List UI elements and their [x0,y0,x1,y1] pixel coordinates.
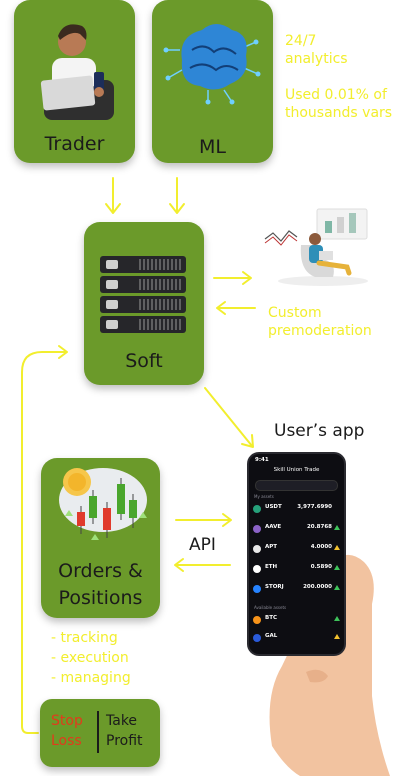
analytics-note: 24/7 analytics [285,33,348,67]
asset-row-usdt[interactable]: USDT 3,977.6990 [253,502,340,522]
usdt-coin-icon [253,505,261,513]
up-indicator-icon [334,585,340,590]
phone-title: Skill Union Trade [273,467,320,473]
server-illustration [100,256,186,333]
premoderation-note: Custom premoderation [268,305,372,339]
phone-mockup: 9:41 Skill Union Trade My assets USDT 3,… [247,452,346,656]
gal-coin-icon [253,634,261,642]
action-execution: - execution [51,650,129,666]
phone-time: 9:41 [255,457,269,463]
sl-tp-divider [97,711,99,753]
action-tracking: - tracking [51,630,118,646]
up-indicator-icon [334,616,340,621]
vars-note: Used 0.01% of thousands vars [285,87,393,121]
apt-coin-icon [253,545,261,553]
orders-label: Orders & Positions [58,560,143,609]
trader-card: Trader [14,0,135,163]
warning-indicator-icon [334,634,340,639]
trader-label: Trader [44,133,105,155]
asset-row-storj[interactable]: STORJ 200.0000 [253,582,340,602]
candlestick-illustration [59,468,147,540]
brain-illustration [163,24,261,105]
asset-row-apt[interactable]: APT 4.0000 [253,542,340,562]
analyst-illustration [264,208,368,286]
orders-card: Orders & Positions [41,458,160,618]
phone-section-my-assets: My assets [254,494,274,499]
aave-coin-icon [253,525,261,533]
arrow-feedback-loop [21,351,67,734]
arrow-soft-app [204,387,253,447]
stop-loss-label: Stop Loss [51,713,83,749]
btc-coin-icon [253,616,261,624]
phone-toolbar [255,480,338,491]
ml-label: ML [199,136,226,158]
up-indicator-icon [334,565,340,570]
asset-row-gal[interactable]: GAL [253,631,340,651]
action-managing: - managing [51,670,131,686]
up-indicator-icon [334,525,340,530]
ml-card: ML [152,0,273,163]
sl-tp-card: Stop Loss Take Profit [40,699,160,767]
order-actions-list: - tracking - execution - managing [51,629,131,687]
take-profit-label: Take Profit [106,713,143,749]
asset-row-eth[interactable]: ETH 0.5890 [253,562,340,582]
warning-indicator-icon [334,545,340,550]
soft-card: Soft [84,222,204,385]
eth-coin-icon [253,565,261,573]
asset-row-aave[interactable]: AAVE 20.8768 [253,522,340,542]
user-app-label: User’s app [274,421,365,441]
soft-label: Soft [125,350,163,372]
phone-section-available: Available assets [254,605,287,610]
asset-row-btc[interactable]: BTC [253,613,340,633]
trader-illustration [40,24,114,120]
api-label: API [189,535,216,555]
storj-coin-icon [253,585,261,593]
